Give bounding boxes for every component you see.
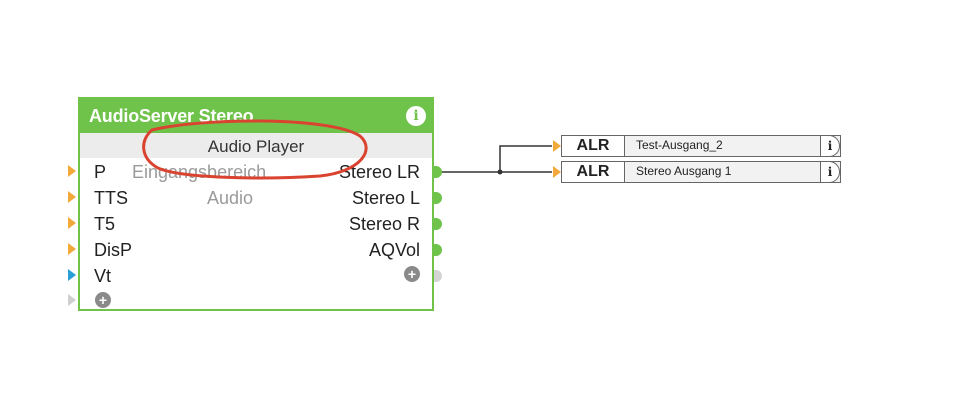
middle-label-audio: Audio [207, 188, 254, 208]
alr-block-2[interactable]: ALR Stereo Ausgang 1 i [553, 161, 841, 183]
alr-input-connector[interactable] [553, 140, 561, 152]
input-connector-p[interactable] [68, 165, 76, 177]
connection-junction [497, 169, 503, 175]
input-connector-disp[interactable] [68, 243, 76, 255]
block-header[interactable]: AudioServer Stereo i [80, 99, 432, 133]
alr-type-label: ALR [562, 136, 625, 156]
block-subtitle-row: Audio Player [80, 133, 432, 158]
output-connector-stereo-l[interactable] [434, 192, 442, 204]
output-label-stereo-lr: Stereo LR [338, 162, 420, 182]
connection-wire-branch [499, 145, 552, 172]
output-label-aqvol: AQVol [368, 240, 420, 260]
alr-name-label: Stereo Ausgang 1 [636, 164, 732, 178]
input-label-t5: T5 [94, 214, 116, 234]
output-connector-empty[interactable] [434, 270, 442, 282]
input-connector-empty[interactable] [68, 294, 76, 306]
info-icon[interactable]: i [820, 161, 840, 183]
block-title: AudioServer Stereo [89, 106, 254, 126]
alr-input-connector[interactable] [553, 166, 561, 178]
alr-type-label: ALR [562, 162, 625, 182]
alr-name-label: Test-Ausgang_2 [636, 138, 723, 152]
input-label-vt: Vt [94, 266, 112, 286]
input-label-tts: TTS [94, 188, 128, 208]
output-label-stereo-r: Stereo R [348, 214, 420, 234]
alr-block-1[interactable]: ALR Test-Ausgang_2 i [553, 135, 841, 157]
input-connector-vt[interactable] [68, 269, 76, 281]
output-connector-aqvol[interactable] [434, 244, 442, 256]
add-input-icon[interactable]: + [95, 292, 111, 308]
input-label-disp: DisP [94, 240, 133, 260]
middle-label-eingangsbereich: Eingangsbereich [132, 162, 267, 182]
add-output-icon[interactable]: + [404, 266, 420, 282]
output-connector-stereo-lr[interactable] [434, 166, 442, 178]
audioserver-block[interactable]: AudioServer Stereo i Audio Player P TTS … [78, 97, 434, 311]
input-connector-tts[interactable] [68, 191, 76, 203]
output-connector-stereo-r[interactable] [434, 218, 442, 230]
input-connector-t5[interactable] [68, 217, 76, 229]
input-label-p: P [94, 162, 107, 182]
output-label-stereo-l: Stereo L [351, 188, 420, 208]
info-icon[interactable]: i [820, 135, 840, 157]
info-icon[interactable]: i [406, 106, 426, 126]
block-subtitle: Audio Player [207, 137, 305, 156]
